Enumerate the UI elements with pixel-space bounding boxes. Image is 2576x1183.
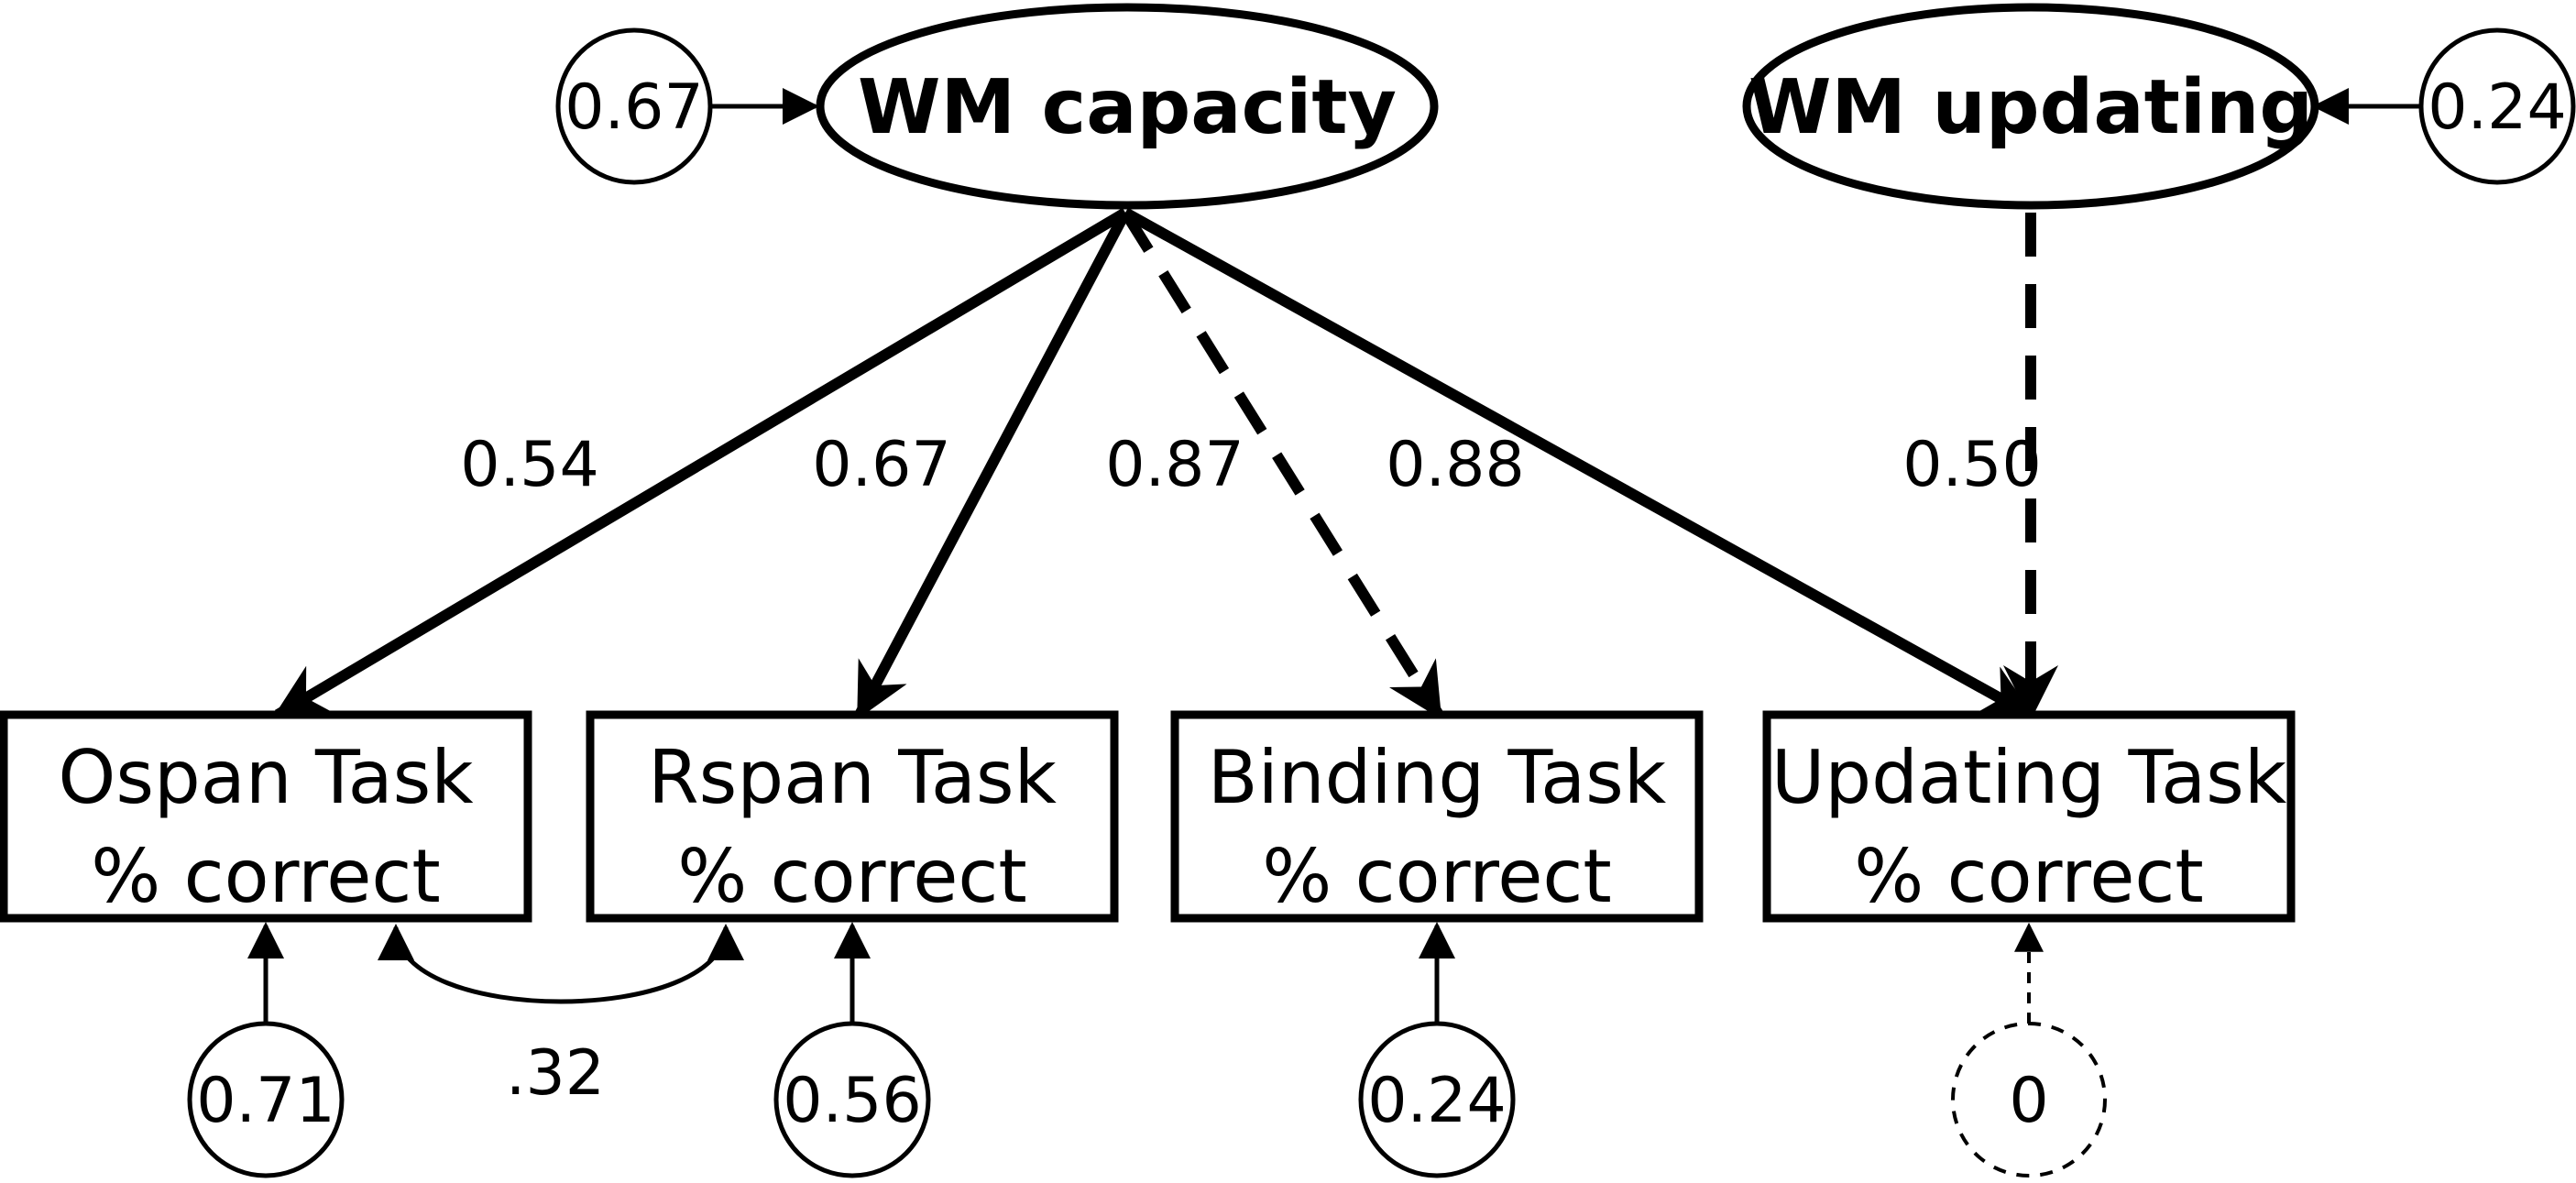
error-updating-circle <box>1951 1022 2107 1178</box>
covariance-ospan-rspan: .32 <box>378 924 744 1110</box>
error-ospan: 0.71 <box>187 922 345 1178</box>
indicator-ospan-box <box>0 710 532 923</box>
indicator-ospan-line2: % correct <box>91 834 441 919</box>
error-rspan: 0.56 <box>773 922 931 1178</box>
indicator-binding-line2: % correct <box>1262 834 1612 919</box>
path-capacity-ospan-line <box>272 207 1129 720</box>
latent-wm-capacity-ellipse <box>816 3 1439 210</box>
path-capacity-binding: 0.87 <box>1105 209 1444 720</box>
indicator-rspan-box <box>586 710 1119 923</box>
covariance-ospan-rspan-curve <box>378 924 744 1004</box>
covariance-ospan-rspan-label: .32 <box>506 1037 605 1110</box>
error-ospan-label: 0.71 <box>196 1065 334 1137</box>
error-binding-circle <box>1358 1021 1516 1178</box>
path-capacity-binding-line <box>1120 209 1444 720</box>
indicator-binding-line1: Binding Task <box>1208 735 1667 820</box>
path-capacity-updating-coef: 0.88 <box>1386 429 1524 501</box>
path-capacity-rspan-coef: 0.67 <box>812 429 950 501</box>
path-updating-updating-coef: 0.50 <box>1902 429 2041 501</box>
path-capacity-binding-coef: 0.87 <box>1105 429 1244 501</box>
residual-wm-capacity-label: 0.67 <box>565 71 703 144</box>
residual-wm-capacity: 0.67 <box>555 27 819 185</box>
latent-wm-capacity: WM capacity <box>816 3 1439 210</box>
error-ospan-circle <box>187 1021 345 1178</box>
error-rspan-circle <box>773 1021 931 1178</box>
indicator-ospan-line1: Ospan Task <box>58 735 474 820</box>
indicator-updating: Updating Task % correct <box>1762 710 2296 923</box>
error-binding-label: 0.24 <box>1367 1065 1506 1137</box>
error-updating-label: 0 <box>2009 1065 2048 1137</box>
path-capacity-rspan-line <box>854 210 1131 720</box>
indicator-updating-box <box>1762 710 2296 923</box>
path-capacity-updating: 0.88 <box>1123 207 2035 720</box>
indicator-binding-box <box>1170 710 1704 923</box>
residual-wm-updating: 0.24 <box>2312 27 2576 185</box>
indicator-binding: Binding Task % correct <box>1170 710 1704 923</box>
error-updating: 0 <box>1951 922 2107 1178</box>
path-capacity-ospan-coef: 0.54 <box>460 429 598 501</box>
path-capacity-updating-line <box>1123 207 2035 720</box>
path-capacity-rspan: 0.67 <box>812 210 1131 720</box>
latent-wm-updating: WM updating <box>1742 3 2319 210</box>
indicator-rspan: Rspan Task % correct <box>586 710 1119 923</box>
path-updating-updating: 0.50 <box>1902 213 2058 720</box>
latent-wm-capacity-label: WM capacity <box>858 64 1397 151</box>
indicator-updating-line2: % correct <box>1854 834 2204 919</box>
indicator-ospan: Ospan Task % correct <box>0 710 532 923</box>
error-rspan-label: 0.56 <box>783 1065 921 1137</box>
indicator-rspan-line2: % correct <box>677 834 1027 919</box>
residual-wm-updating-label: 0.24 <box>2428 71 2566 144</box>
path-capacity-ospan: 0.54 <box>272 207 1129 720</box>
indicator-rspan-line1: Rspan Task <box>648 735 1058 820</box>
indicator-updating-line1: Updating Task <box>1771 735 2287 820</box>
latent-wm-updating-label: WM updating <box>1748 64 2313 151</box>
error-binding: 0.24 <box>1358 922 1516 1178</box>
